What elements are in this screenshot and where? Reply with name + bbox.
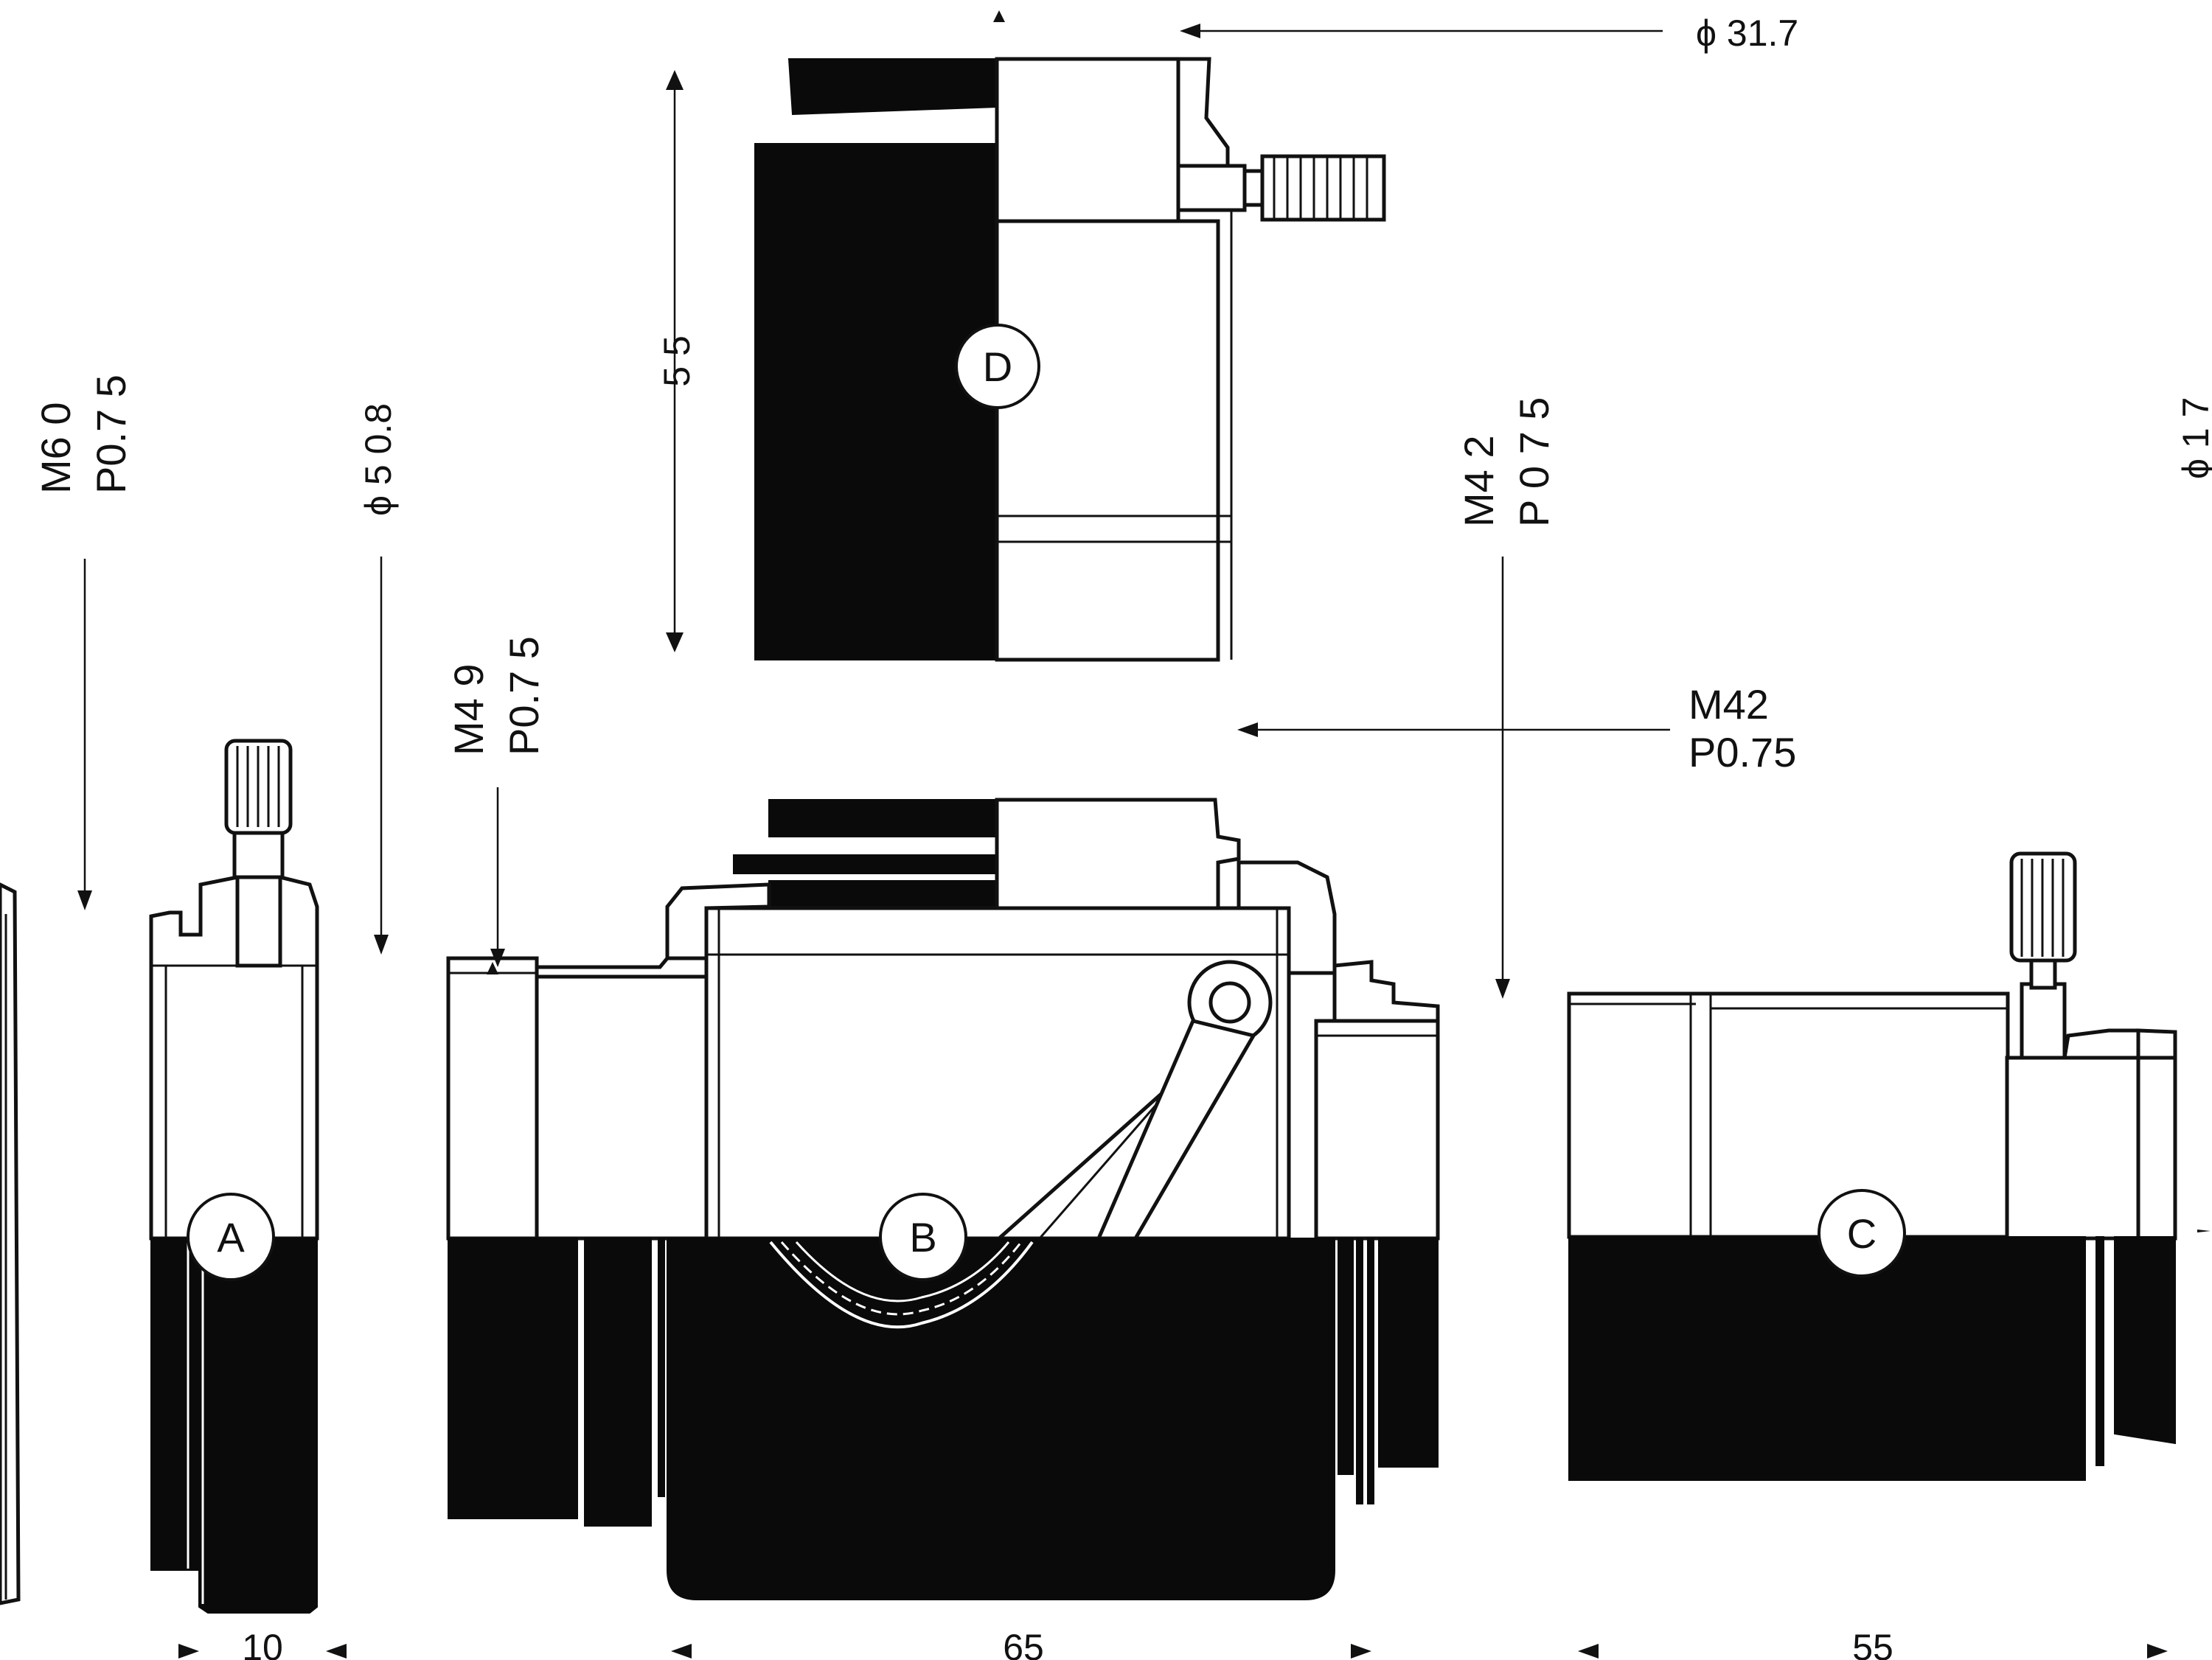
d-height-value: 5 5 (656, 335, 698, 387)
part-c: C (1567, 851, 2177, 1481)
dimension-phi-31-7: ϕ 31.7 (993, 10, 1798, 54)
phi-right-value: ϕ 1 7 (2175, 397, 2212, 479)
m42v-line2: P 0 7 5 (1511, 397, 1557, 527)
part-d: D (754, 57, 1386, 662)
m60-line1: M6 0 (32, 402, 79, 495)
part-b-label: B (909, 1214, 936, 1260)
part-a-marker (187, 1193, 275, 1281)
width-a-value: 10 (242, 1627, 283, 1660)
dimension-width-c: 55 (1578, 1627, 2168, 1660)
part-c-label: C (1847, 1210, 1877, 1257)
thread-m42-vertical: M4 2 P 0 7 5 (1455, 397, 1557, 999)
m42h-line1: M42 (1688, 681, 1769, 728)
part-c-marker (1818, 1189, 1906, 1277)
dimension-d-height: 5 5 (656, 70, 698, 652)
m42v-line1: M4 2 (1455, 436, 1502, 528)
part-b-marker (879, 1193, 967, 1281)
part-d-label: D (983, 343, 1012, 390)
m60-line2: P0.7 5 (88, 374, 134, 494)
width-c-value: 55 (1852, 1627, 1893, 1660)
m42h-line2: P0.75 (1688, 729, 1796, 775)
dimension-width-a: 10 (178, 1627, 347, 1660)
thread-m42-horizontal: M42 P0.75 (1237, 681, 1796, 775)
m49-line2: P0.7 5 (501, 636, 547, 756)
part-d-marker (955, 324, 1040, 409)
width-b-value: 65 (1003, 1627, 1044, 1660)
part-a: A (0, 739, 319, 1614)
dimension-phi-right: ϕ 1 7 (2175, 397, 2212, 1232)
part-a-label: A (217, 1214, 245, 1260)
m49-line1: M4 9 (445, 664, 492, 756)
part-b: B (446, 798, 1440, 1600)
thread-m49: M4 9 P0.7 5 (445, 636, 547, 967)
dimension-phi-50-8: ϕ 5 0.8 (358, 403, 399, 955)
phi-31-7-value: ϕ 31.7 (1696, 13, 1798, 54)
dimension-width-b: 65 (671, 1627, 1371, 1660)
thread-m60: M6 0 P0.7 5 (32, 374, 134, 910)
phi-50-8-value: ϕ 5 0.8 (358, 403, 399, 516)
